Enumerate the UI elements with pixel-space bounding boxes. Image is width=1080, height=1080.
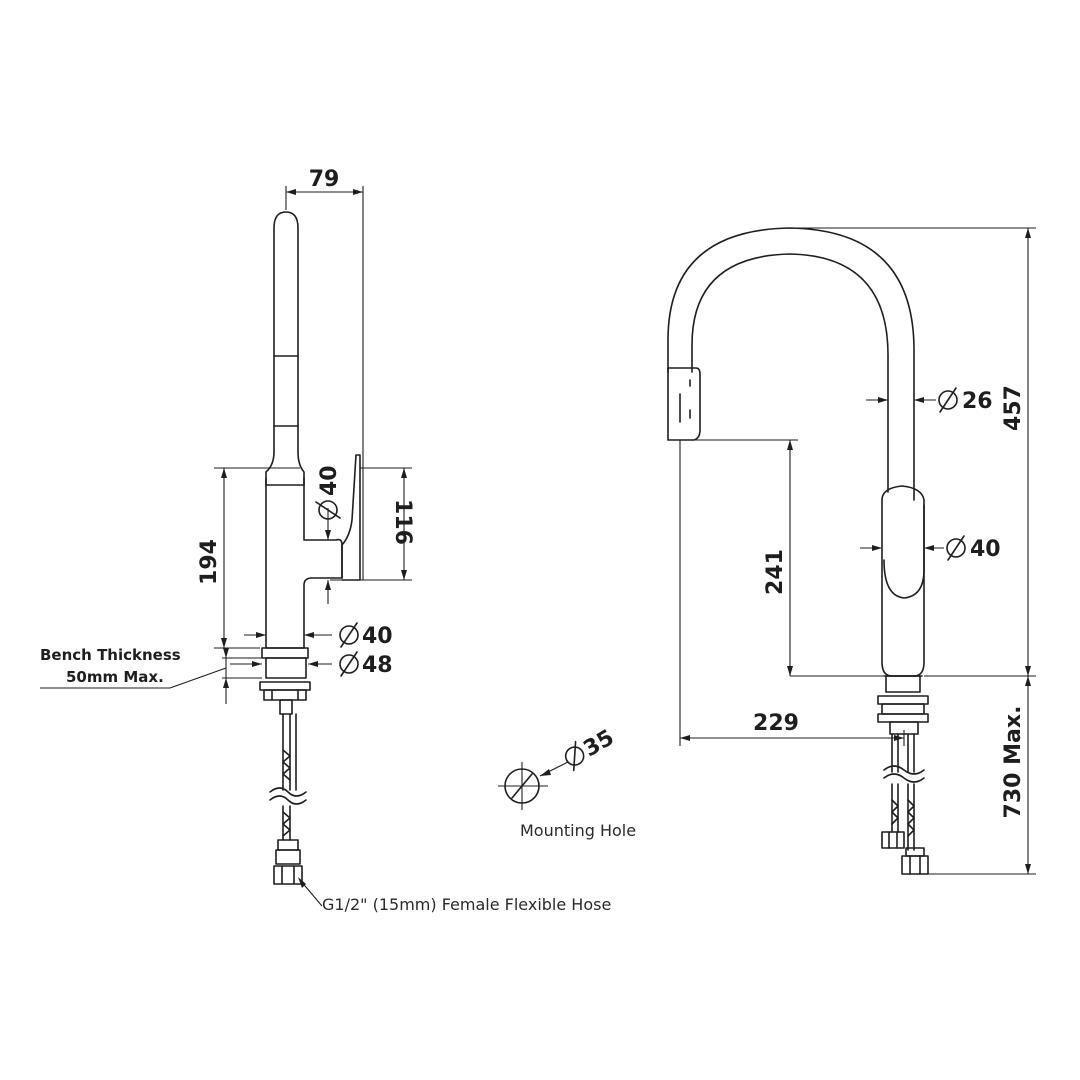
front-body-outline (881, 485, 925, 677)
mounting-hole-dia-label: 35 (580, 725, 619, 762)
dim-241: 241 (680, 439, 884, 677)
dim-457-label: 457 (1001, 385, 1026, 431)
dim-lever-dia: 40 (315, 465, 342, 604)
dim-730-max-label: 730 Max. (1001, 706, 1026, 819)
front-washer (877, 695, 929, 705)
side-nut (263, 689, 307, 701)
front-hose-nut-right (901, 855, 929, 875)
dim-457: 457 (790, 227, 1036, 677)
dim-spout-dia: 26 (866, 387, 993, 414)
dim-body-dia: 40 (244, 622, 393, 649)
dim-lever-dia-label: 40 (317, 465, 342, 496)
dim-229: 229 (679, 440, 905, 746)
dim-base-dia-label: 48 (362, 653, 393, 678)
front-break-line-bottom (883, 773, 925, 783)
dim-body-dia-label: 40 (362, 624, 393, 649)
dim-194: 194 (197, 467, 300, 649)
dim-front-body-dia: 40 (860, 535, 1001, 562)
front-washer-2 (877, 713, 929, 723)
dim-front-body-dia-label: 40 (970, 537, 1001, 562)
dim-base-dia: 48 (230, 651, 393, 678)
side-base-ring (261, 647, 309, 659)
side-body-outline (265, 477, 343, 649)
dim-116: 116 (330, 467, 415, 581)
dim-229-label: 229 (753, 711, 799, 736)
side-break-line-bottom (269, 795, 307, 805)
hose-callout: G1/2" (15mm) Female Flexible Hose (298, 877, 611, 914)
front-spout-inner (691, 253, 889, 493)
mounting-hole-label: Mounting Hole (520, 821, 636, 840)
side-hose-nut (273, 865, 303, 885)
bench-thickness-callout: Bench Thickness 50mm Max. (40, 646, 266, 704)
side-view-faucet (259, 211, 361, 885)
front-break-line-top (883, 765, 925, 775)
front-base-collar (885, 675, 921, 693)
front-spray-head (667, 367, 701, 441)
dim-730-max: 730 Max. (928, 676, 1036, 875)
side-washer (259, 681, 311, 691)
bench-thickness-label-1: Bench Thickness (40, 646, 181, 664)
front-lever (883, 504, 925, 599)
side-break-line-top (269, 787, 307, 797)
bench-thickness-label-2: 50mm Max. (66, 668, 164, 686)
mounting-hole-symbol: 35 Mounting Hole (498, 725, 636, 840)
side-base-collar (265, 657, 307, 679)
front-spout-outer (667, 227, 915, 501)
dim-79-label: 79 (309, 167, 340, 192)
dim-194-label: 194 (197, 539, 222, 585)
side-fitting-2 (275, 849, 301, 865)
side-fitting-1 (277, 839, 299, 851)
hose-label: G1/2" (15mm) Female Flexible Hose (322, 895, 611, 914)
dim-79: 79 (285, 167, 364, 580)
front-view-faucet (667, 227, 929, 875)
side-lever-outline (341, 454, 361, 581)
front-nut (881, 703, 925, 715)
dim-241-label: 241 (763, 549, 788, 595)
dim-spout-dia-label: 26 (962, 389, 993, 414)
front-hose-nut-left (881, 831, 905, 849)
dim-116-label: 116 (390, 499, 415, 545)
side-shank (279, 699, 293, 715)
side-spout-outline (265, 211, 305, 486)
